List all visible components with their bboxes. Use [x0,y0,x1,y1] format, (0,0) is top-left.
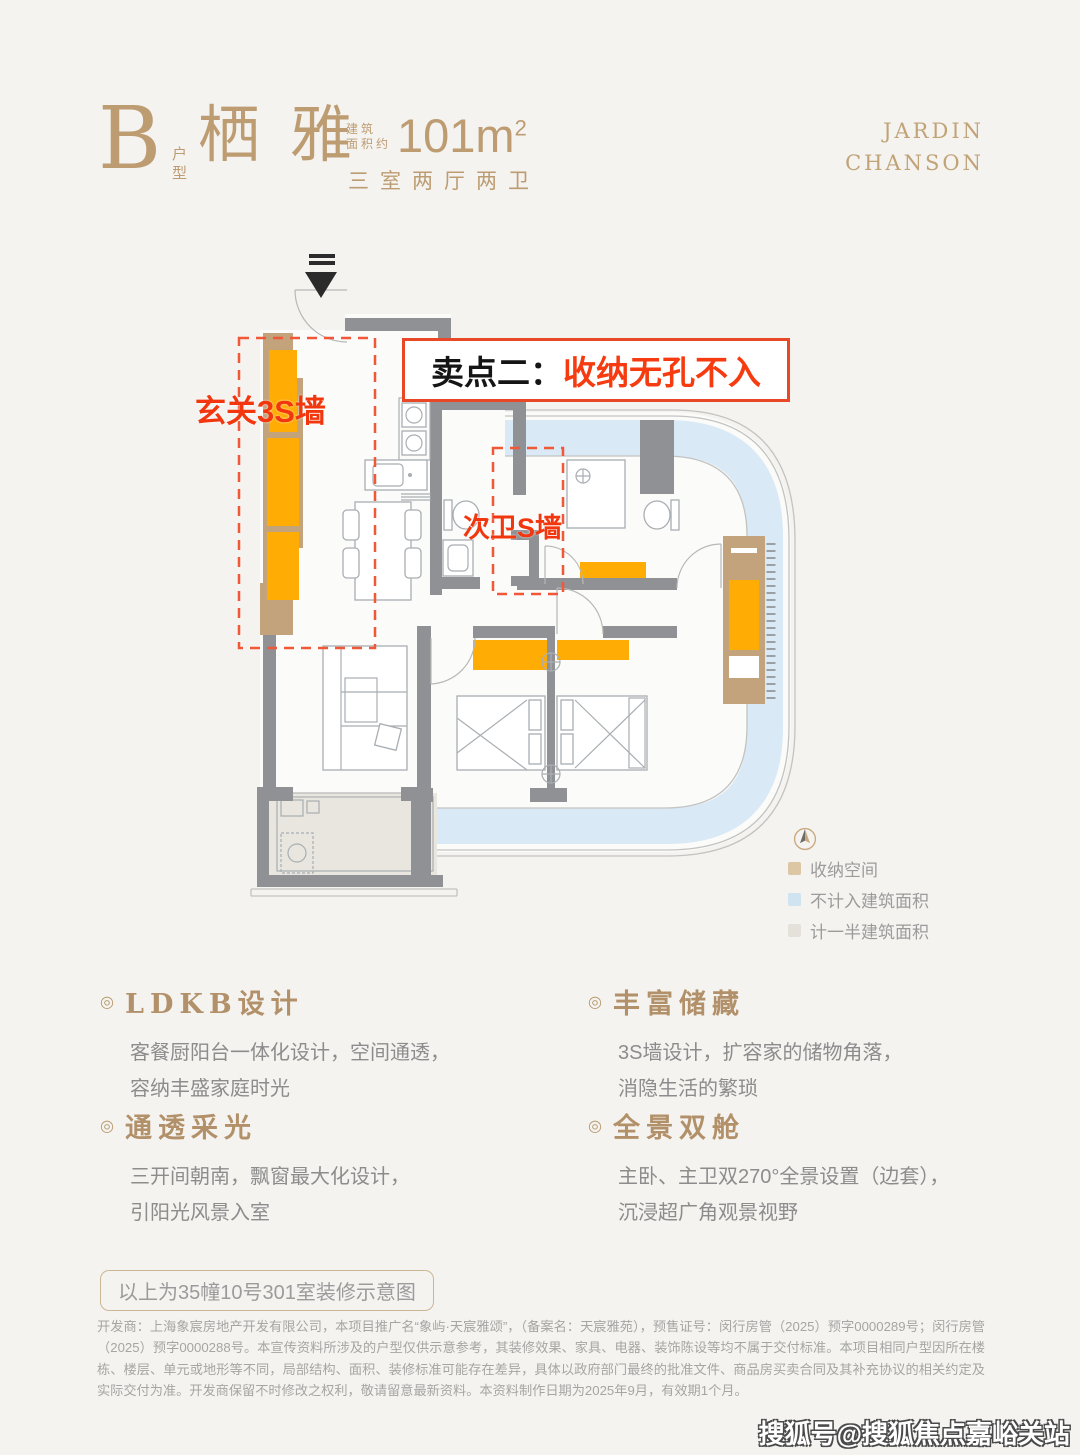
bedroom2-bed [456,695,546,771]
feature-ldkb-title: LDKB设计 [124,989,304,1020]
feature-daylight-line1: 三开间朝南，飘窗最大化设计， [130,1166,410,1188]
unit-area-value: 101m2 [397,112,527,159]
storage-blocks [267,350,759,670]
master-bed [556,695,648,771]
master-bath-fixtures [566,459,680,531]
kitchen-fixtures [364,397,431,501]
feature-bullet-icon: ◎ [100,1116,114,1135]
legend-swatch-storage [788,862,801,875]
feature-storage-title: 丰富储藏 [612,989,745,1020]
legend-swatch-not-counted [788,893,801,906]
highlight-boxes [237,336,565,650]
feature-daylight: ◎ 通透采光 三开间朝南，飘窗最大化设计， 引阳光风景入室 [100,1106,570,1231]
watermark: 搜狐号@搜狐焦点嘉峪关站 [758,1419,1070,1449]
entry-arrow-icon [305,254,337,298]
unit-type-label-top: 户 [172,146,188,163]
feature-daylight-title: 通透采光 [124,1113,257,1144]
walls [257,318,677,887]
floorplan: 卖点二：收纳无孔不入 玄关3S墙 次卫S墙 [195,248,805,948]
feature-panorama-line1: 主卧、主卫双270°全景设置（边套）， [618,1166,950,1188]
feature-panorama-line2: 沉浸超广角观景视野 [618,1202,798,1224]
feature-bullet-icon: ◎ [100,992,114,1011]
unit-area-number: 101m [397,109,515,162]
legend-label-storage: 收纳空间 [810,861,878,880]
feature-bullet-icon: ◎ [588,1116,602,1135]
legend-label-not-counted: 不计入建筑面积 [810,892,929,911]
unit-area-note-bottom: 面积约 [346,137,392,152]
legend-item-storage: 收纳空间 [788,856,929,881]
feature-panorama: ◎ 全景双舱 主卧、主卫双270°全景设置（边套）， 沉浸超广角观景视野 [588,1106,1058,1231]
banner-prefix: 卖点二： [431,354,563,391]
feature-ldkb-line1: 客餐厨阳台一体化设计，空间通透， [130,1042,450,1064]
legend-item-half-counted: 计一半建筑面积 [788,918,929,943]
legend-item-not-counted: 不计入建筑面积 [788,887,929,912]
selling-point-banner: 卖点二：收纳无孔不入 [402,338,790,402]
dining-set [342,501,422,601]
unit-area-note-top: 建筑 [346,121,377,136]
second-bath-fixtures [442,499,480,577]
unit-area-exponent: 2 [514,115,527,141]
unit-type-label-bottom: 型 [172,164,188,182]
feature-ldkb: ◎ LDKB设计 客餐厨阳台一体化设计，空间通透， 容纳丰盛家庭时光 [100,982,570,1107]
feature-storage-line1: 3S墙设计，扩容家的储物角落， [618,1042,903,1064]
feature-storage-line2: 消隐生活的繁琐 [618,1078,758,1100]
unit-name: 栖雅 [198,98,383,171]
unit-type-label: 户 型 [172,146,187,184]
brand-line2: CHANSON [845,150,984,175]
living-furniture [322,645,408,771]
unit-area-note: 建筑 面积约 [346,122,391,153]
outer-outline [435,409,796,857]
feature-daylight-line2: 引阳光风景入室 [130,1202,270,1224]
feature-ldkb-line2: 容纳丰盛家庭时光 [130,1078,290,1100]
legend-swatch-half-counted [788,924,801,937]
unit-area: 建筑 面积约 101m2 [346,112,527,159]
unit-layout-spec: 三室两厅两卫 [348,170,540,193]
legend-label-half-counted: 计一半建筑面积 [810,923,929,942]
banner-highlight: 收纳无孔不入 [563,354,761,391]
bedside-symbols [541,652,561,784]
unit-type-letter: B [98,89,162,189]
annotation-bath-s-wall: 次卫S墙 [463,513,563,543]
brand-line1: JARDIN [883,119,984,143]
brand-logo: JARDIN CHANSON [845,116,984,179]
north-compass-icon [790,824,820,859]
legend: 收纳空间 不计入建筑面积 计一半建筑面积 [788,856,929,943]
plan-caption: 以上为35幢10号301室装修示意图 [100,1270,434,1311]
disclaimer-text: 开发商：上海象宸房地产开发有限公司，本项目推广名“象屿·天宸雅颂”，（备案名：天… [97,1319,985,1399]
floorplan-drawing [237,254,796,897]
annotation-entry-3s-wall: 玄关3S墙 [195,394,326,429]
feature-panorama-title: 全景双舱 [612,1113,745,1144]
feature-storage: ◎ 丰富储藏 3S墙设计，扩容家的储物角落， 消隐生活的繁琐 [588,982,1058,1107]
feature-bullet-icon: ◎ [588,992,602,1011]
